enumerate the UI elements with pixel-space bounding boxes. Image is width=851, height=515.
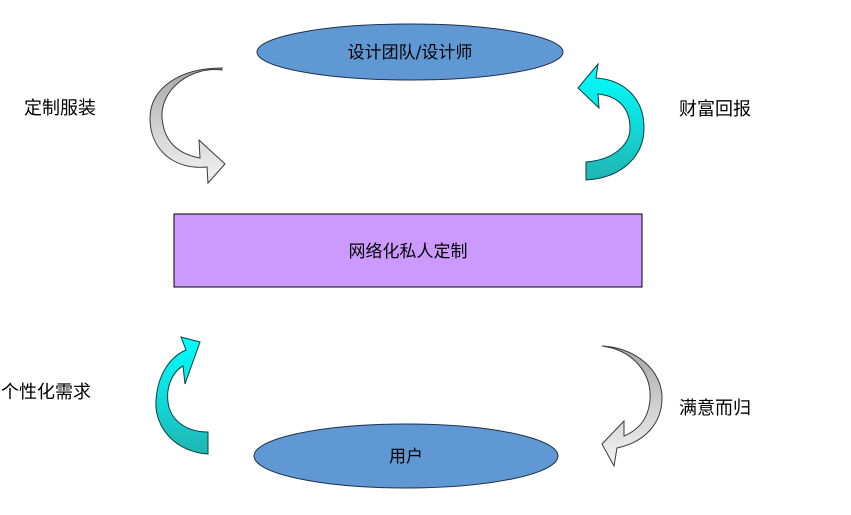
custom-tailoring-node: 网络化私人定制 bbox=[173, 213, 643, 288]
label-custom-clothing: 定制服装 bbox=[24, 98, 96, 119]
design-team-node: 设计团队/设计师 bbox=[256, 23, 564, 81]
gray-curved-arrow-icon bbox=[149, 67, 226, 185]
user-node: 用户 bbox=[253, 423, 559, 489]
custom-tailoring-rect bbox=[173, 213, 643, 288]
custom-tailoring-label: 网络化私人定制 bbox=[349, 242, 468, 262]
cyan-curved-arrow-icon bbox=[155, 336, 209, 455]
label-satisfied-return: 满意而归 bbox=[679, 398, 751, 419]
user-ellipse bbox=[253, 423, 559, 489]
design-team-label: 设计团队/设计师 bbox=[348, 43, 473, 63]
label-wealth-return: 财富回报 bbox=[679, 99, 751, 120]
gray-curved-arrow-icon bbox=[601, 345, 663, 468]
cyan-curved-arrow-icon bbox=[577, 62, 645, 181]
design-team-ellipse bbox=[256, 23, 564, 81]
user-label: 用户 bbox=[389, 447, 423, 467]
label-personalized-demand: 个性化需求 bbox=[1, 382, 91, 403]
